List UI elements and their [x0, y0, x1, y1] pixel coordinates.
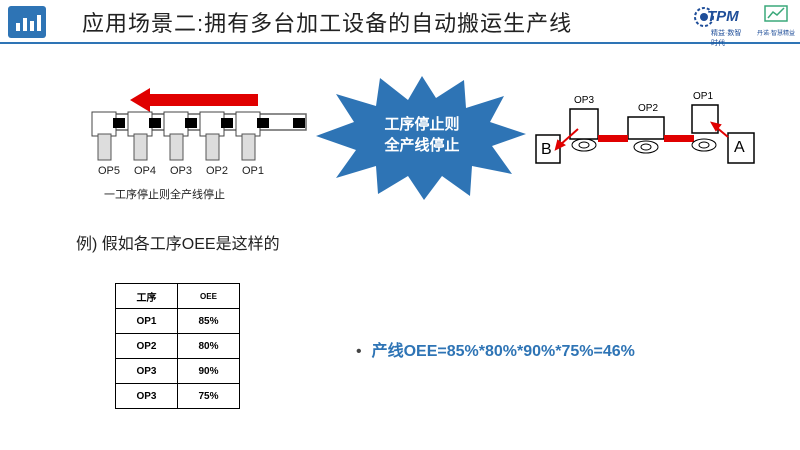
machine-op2	[627, 116, 665, 140]
bullet-icon: •	[356, 343, 362, 360]
burst-text-line1: 工序停止则	[384, 116, 460, 133]
table-cell: 80%	[177, 333, 240, 359]
end-box-b	[535, 134, 561, 164]
table-cell: 75%	[177, 383, 240, 409]
station-blocks	[91, 111, 261, 161]
line-caption: 一工序停止则全产线停止	[104, 189, 225, 201]
table-row: OP2 80%	[115, 333, 240, 359]
rollers	[571, 138, 717, 154]
table-header-row: 工序 OEE	[115, 283, 240, 309]
machine-op3	[569, 108, 599, 140]
auto-line-label-op1: OP1	[693, 91, 714, 102]
auto-line-label-op2: OP2	[638, 103, 659, 114]
auto-transfer-line	[535, 104, 755, 164]
tpm-logo-text: TPM	[707, 8, 739, 25]
page-title: 应用场景二:拥有多台加工设备的自动搬运生产线	[82, 11, 573, 36]
table-header-process: 工序	[115, 283, 178, 309]
machine-op1	[691, 104, 719, 134]
start-box-a	[727, 132, 755, 164]
result-formula: 产线OEE=85%*80%*90%*75%=46%	[371, 343, 635, 360]
table-row: OP1 85%	[115, 308, 240, 334]
table-cell: 90%	[177, 358, 240, 384]
example-text: 例) 假如各工序OEE是这样的	[76, 236, 280, 253]
table-cell: OP2	[115, 333, 178, 359]
result-line: • 产线OEE=85%*80%*90%*75%=46%	[356, 337, 635, 361]
brand-logo: 丹诺·智慧精益	[754, 4, 798, 40]
tpm-logo-sub: 精益·数智时代	[711, 30, 742, 47]
table-header-oee: OEE	[177, 283, 240, 309]
start-box-label: A	[734, 139, 745, 156]
station-label-op1: OP1	[242, 165, 265, 177]
table-row: OP3 90%	[115, 358, 240, 384]
station-label-op2: OP2	[206, 165, 229, 177]
table-cell: OP3	[115, 358, 178, 384]
end-box-label: B	[541, 141, 552, 158]
station-label-op4: OP4	[134, 165, 157, 177]
station-label-op3: OP3	[170, 165, 193, 177]
work-pieces	[113, 118, 305, 128]
tpm-logo: TPM 精益·数智时代	[693, 6, 743, 47]
burst-text-line2: 全产线停止	[384, 137, 460, 154]
brand-logo-sub: 丹诺·智慧精益	[757, 31, 795, 37]
app-icon	[8, 6, 46, 38]
table-cell: 85%	[177, 308, 240, 334]
conveyor-line-diagram	[91, 88, 307, 161]
table-cell: OP1	[115, 308, 178, 334]
table-cell: OP3	[115, 383, 178, 409]
oee-table: 工序 OEE OP1 85% OP2 80% OP3 90% OP3 75%	[115, 283, 240, 409]
header-divider	[0, 42, 800, 44]
auto-line-label-op3: OP3	[574, 95, 595, 106]
station-label-op5: OP5	[98, 165, 121, 177]
flow-arrow	[130, 88, 258, 112]
table-row: OP3 75%	[115, 383, 240, 409]
transfer-segments	[598, 135, 694, 142]
stop-burst	[316, 76, 526, 200]
pick-arrows	[554, 121, 729, 151]
